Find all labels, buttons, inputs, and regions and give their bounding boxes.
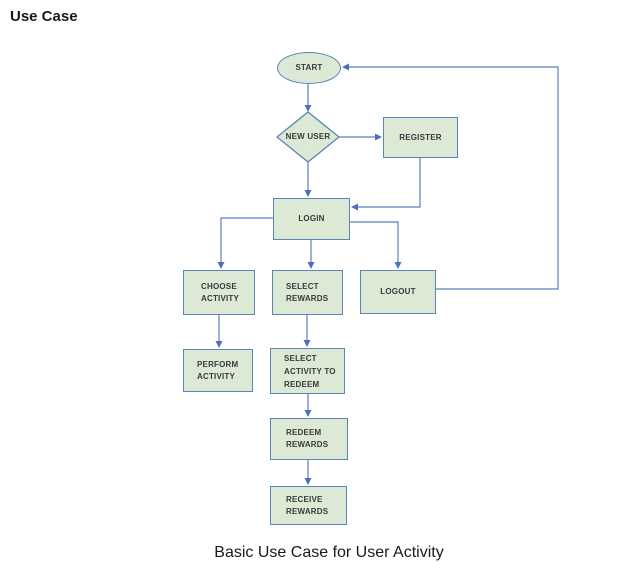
diagram-caption: Basic Use Case for User Activity: [214, 544, 444, 561]
node-choose-activity: CHOOSE ACTIVITY: [183, 270, 255, 315]
edge-select-activity-to-redeem-to-redeem-rewards: [304, 394, 312, 417]
node-logout: LOGOUT: [360, 270, 436, 314]
node-perform-activity-label: PERFORM ACTIVITY: [197, 359, 239, 381]
node-register: REGISTER: [383, 117, 458, 158]
node-perform-activity: PERFORM ACTIVITY: [183, 349, 253, 392]
node-select-rewards-label: SELECT REWARDS: [286, 281, 329, 303]
node-select-rewards: SELECT REWARDS: [272, 270, 343, 315]
node-register-label: REGISTER: [399, 132, 442, 142]
node-login: LOGIN: [273, 198, 350, 240]
node-start-label: START: [295, 63, 323, 72]
edge-choose-activity-to-perform-activity: [215, 315, 223, 348]
edge-login-to-select-rewards: [307, 240, 315, 269]
edge-redeem-rewards-to-receive-rewards: [304, 460, 312, 485]
edge-register-to-login: [351, 158, 421, 211]
node-select-activity-to-redeem-label: SELECT ACTIVITY TO REDEEM: [284, 353, 336, 389]
node-new-user: NEW USER: [276, 111, 340, 163]
edge-login-to-choose-activity: [217, 217, 273, 269]
node-login-label: LOGIN: [298, 214, 325, 223]
diamond-shape: [276, 111, 340, 163]
edge-start-to-new-user: [304, 84, 312, 112]
node-redeem-rewards: REDEEM REWARDS: [270, 418, 348, 460]
page-title: Use Case: [10, 8, 78, 25]
edge-select-rewards-to-select-activity-to-redeem: [303, 315, 311, 347]
edge-new-user-to-register: [339, 133, 382, 141]
node-redeem-rewards-label: REDEEM REWARDS: [286, 428, 329, 449]
node-choose-activity-label: CHOOSE ACTIVITY: [201, 281, 240, 303]
node-logout-label: LOGOUT: [380, 287, 416, 296]
node-start: START: [277, 52, 341, 84]
edge-new-user-to-login: [304, 162, 312, 197]
node-new-user-label: NEW USER: [285, 132, 331, 141]
edge-logout-to-start: [342, 63, 559, 290]
edge-login-to-logout: [350, 221, 402, 269]
node-receive-rewards: RECEIVE REWARDS: [270, 486, 347, 525]
node-receive-rewards-label: RECEIVE REWARDS: [286, 494, 329, 516]
node-select-activity-to-redeem: SELECT ACTIVITY TO REDEEM: [270, 348, 345, 394]
